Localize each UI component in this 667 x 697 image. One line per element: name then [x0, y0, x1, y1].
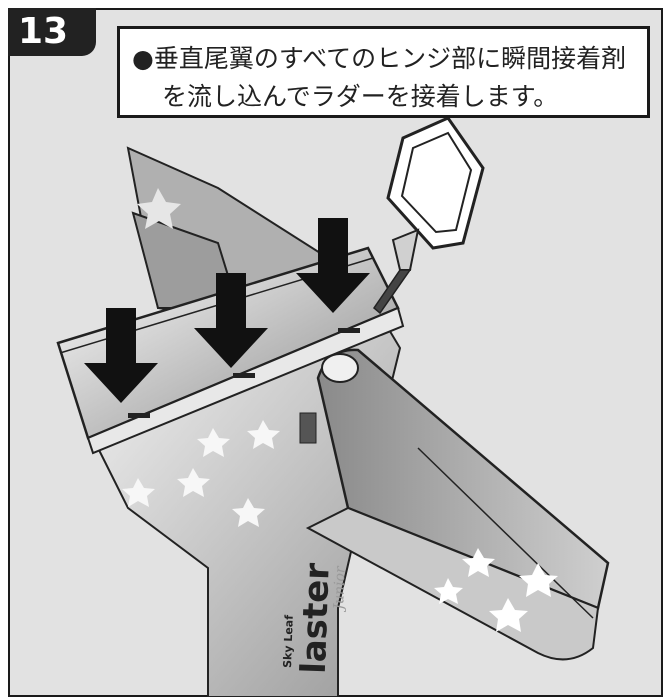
down-arrow-icon — [194, 273, 268, 368]
down-arrow-icon — [296, 218, 370, 313]
logo-line-1: Sky Leaf — [281, 615, 296, 669]
sky-leaf-blaster-logo: Sky Leaf laster Junior — [281, 562, 349, 674]
instruction-line-1: ●垂直尾翼のすべてのヒンジ部に瞬間接着剤 — [132, 44, 627, 73]
arrow-markers — [84, 218, 370, 403]
logo-line-2: laster — [294, 562, 338, 674]
down-arrow-icon — [84, 308, 158, 403]
step-badge: 13 — [8, 8, 96, 56]
glue-bottle-icon — [372, 116, 485, 315]
assembly-illustration: Sky Leaf laster Junior — [56, 116, 610, 697]
step-number: 13 — [17, 11, 69, 52]
instruction-box: ●垂直尾翼のすべてのヒンジ部に瞬間接着剤 を流し込んでラダーを接着します。 — [117, 26, 650, 118]
logo-signature: Junior — [331, 565, 349, 613]
instruction-line-2: を流し込んでラダーを接着します。 — [162, 82, 559, 111]
stabilizer-right — [305, 348, 610, 661]
